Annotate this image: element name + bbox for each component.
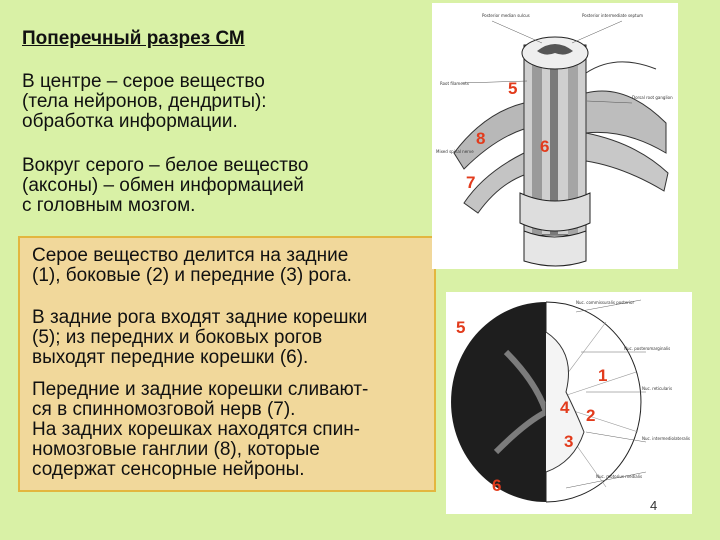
page-title: Поперечный разрез СМ: [22, 28, 245, 49]
panel-paragraph-horns: Серое вещество делится на задние (1), бо…: [32, 245, 352, 286]
cross-section-illustration: Nuc. commissuralis posterior Nuc. poster…: [451, 299, 690, 503]
svg-text:Posterior median sulcus: Posterior median sulcus: [482, 13, 530, 18]
svg-text:Dorsal root ganglion: Dorsal root ganglion: [632, 95, 673, 100]
svg-text:Nuc. posteromarginalis: Nuc. posteromarginalis: [624, 346, 670, 351]
spinal-cord-3d-illustration: Posterior median sulcus Posterior interm…: [436, 13, 673, 267]
marker-3: 3: [564, 432, 574, 451]
svg-text:Root filaments: Root filaments: [440, 81, 469, 86]
page-number: 4: [650, 498, 658, 513]
svg-text:Nuc. motorius medialis: Nuc. motorius medialis: [596, 474, 642, 479]
marker-8: 8: [476, 129, 486, 148]
marker-1: 1: [598, 366, 608, 385]
marker-2: 2: [586, 406, 596, 425]
marker-6: 6: [540, 137, 550, 156]
panel-paragraph-roots: В задние рога входят задние корешки (5);…: [32, 307, 368, 368]
info-panel: Серое вещество делится на задние (1), бо…: [18, 236, 436, 492]
spinal-cord-3d-figure: Posterior median sulcus Posterior interm…: [432, 3, 678, 269]
paragraph-gray-matter: В центре – серое вещество (тела нейронов…: [22, 71, 267, 132]
panel-paragraph-nerve: Передние и задние корешки сливают- ся в …: [32, 379, 369, 480]
svg-text:Mixed spinal nerve: Mixed spinal nerve: [436, 149, 474, 154]
marker-7: 7: [466, 173, 476, 192]
svg-text:Nuc. intermediolateralis: Nuc. intermediolateralis: [642, 436, 690, 441]
marker-4: 4: [560, 398, 570, 417]
marker-5: 5: [456, 318, 466, 337]
svg-text:Nuc. reticularis: Nuc. reticularis: [642, 386, 672, 391]
marker-5: 5: [508, 79, 518, 98]
paragraph-white-matter: Вокруг серого – белое вещество (аксоны) …: [22, 155, 309, 216]
svg-text:Posterior intermediate septum: Posterior intermediate septum: [582, 13, 643, 18]
marker-6: 6: [492, 476, 502, 495]
spinal-cord-cross-section-figure: Nuc. commissuralis posterior Nuc. poster…: [446, 292, 692, 514]
svg-text:Nuc. commissuralis posterior: Nuc. commissuralis posterior: [576, 300, 635, 305]
